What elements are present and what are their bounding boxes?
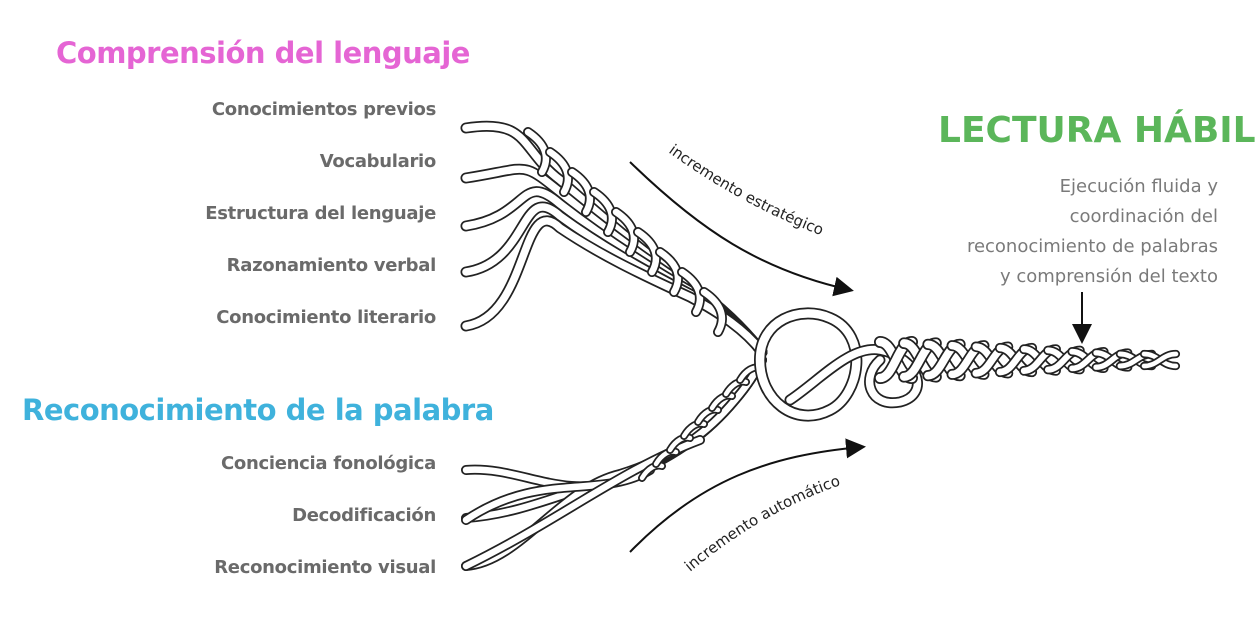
description-line: y comprensión del texto <box>898 262 1218 292</box>
skilled-reading-description: Ejecución fluida y coordinación del reco… <box>898 172 1218 292</box>
strand-label-literacy-knowledge: Conocimiento literario <box>216 307 436 328</box>
skilled-reading-title: LECTURA HÁBIL <box>938 110 1256 151</box>
strand-label-verbal-reasoning: Razonamiento verbal <box>227 255 436 276</box>
strand-label-decoding: Decodificación <box>292 505 436 526</box>
strand-label-background-knowledge: Conocimientos previos <box>212 99 436 120</box>
strand-label-phonological-awareness: Conciencia fonológica <box>221 453 436 474</box>
strategic-increase-label: incremento estratégico <box>666 141 827 239</box>
strand-label-sight-recognition: Reconocimiento visual <box>214 557 436 578</box>
language-comprehension-title: Comprensión del lenguaje <box>56 36 470 70</box>
language-comprehension-strands <box>466 126 762 352</box>
description-line: coordinación del <box>898 202 1218 232</box>
strand-label-vocabulary: Vocabulario <box>320 151 436 172</box>
description-line: Ejecución fluida y <box>898 172 1218 202</box>
strand-label-language-structures: Estructura del lenguaje <box>205 203 436 224</box>
word-recognition-title: Reconocimiento de la palabra <box>22 393 494 427</box>
automatic-increase-label: incremento automático <box>681 472 842 575</box>
description-line: reconocimiento de palabras <box>898 232 1218 262</box>
combined-rope <box>760 313 1176 415</box>
